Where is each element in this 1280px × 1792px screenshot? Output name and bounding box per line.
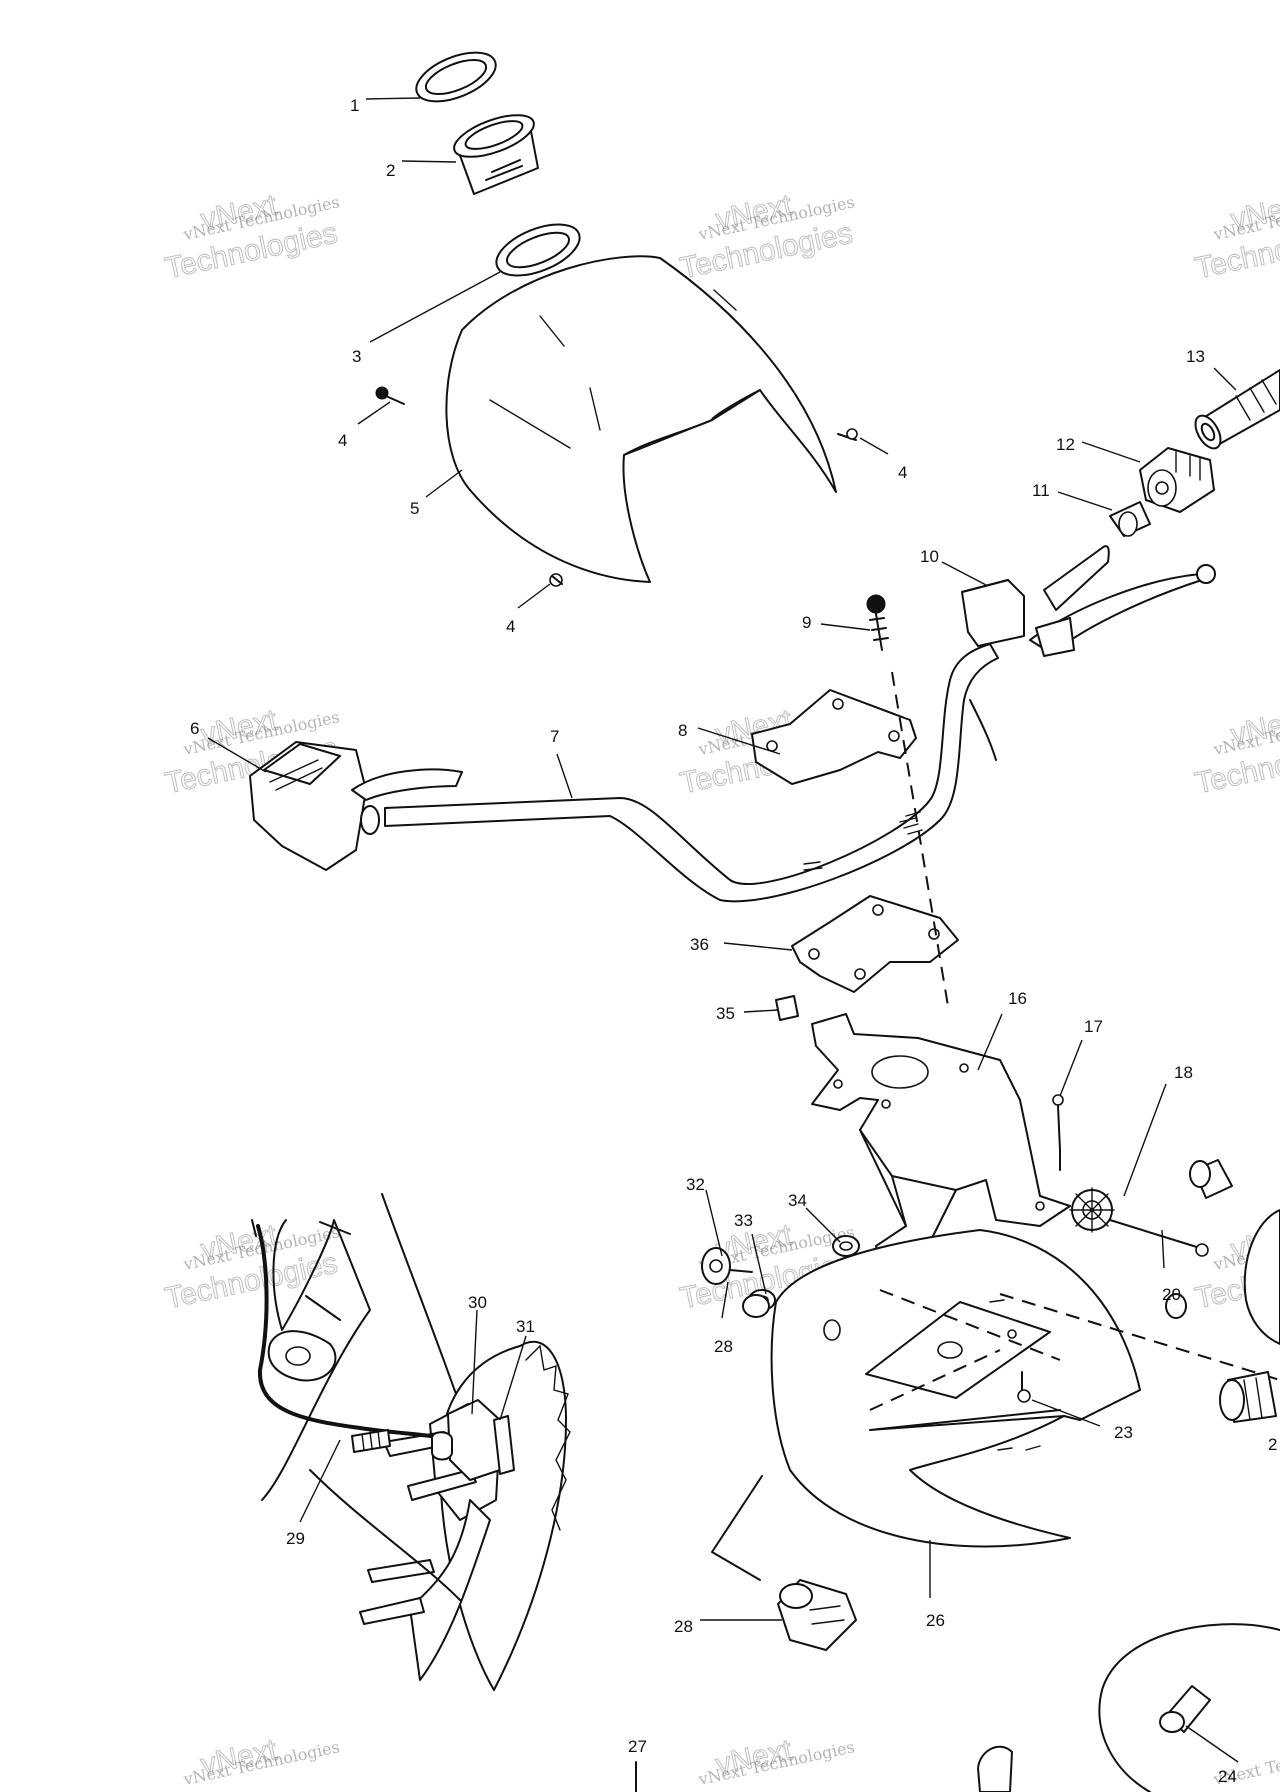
part-28-fitting: [742, 1294, 770, 1318]
callout-2-right: 2: [1268, 1435, 1277, 1454]
callout-17: 17: [1084, 1017, 1103, 1036]
callout-36: 36: [690, 935, 709, 954]
callout-2: 2: [386, 161, 395, 180]
callout-28-bottom: 28: [674, 1617, 693, 1636]
callout-8: 8: [678, 721, 687, 740]
part-20-adjuster-rod: [1109, 1219, 1209, 1257]
callout-20: 20: [1162, 1285, 1181, 1304]
callout-1: 1: [350, 96, 359, 115]
callout-9: 9: [802, 613, 811, 632]
part-2x-bulb: [1219, 1371, 1277, 1423]
part-o-ring: [1165, 1293, 1187, 1319]
watermark-3: vNext vNext Technologies Technologies: [1192, 188, 1280, 286]
leader-lines: [207, 97, 1239, 1763]
part-27-clamp: [635, 1745, 1013, 1792]
callout-23: 23: [1114, 1423, 1133, 1442]
part-7-handlebar: [384, 643, 999, 903]
stem-centerline: [891, 671, 949, 1007]
callout-24: 24: [1218, 1767, 1237, 1786]
part-29-bolt: [351, 1429, 391, 1453]
callout-16: 16: [1008, 989, 1027, 1008]
part-5-handlebar-cover: [445, 255, 837, 583]
part-10-master-cylinder-lever: [961, 545, 1216, 657]
part-36-lower-clamp: [791, 895, 959, 993]
part-13-grip: [1194, 369, 1280, 450]
callout-29: 29: [286, 1529, 305, 1548]
callout-3: 3: [352, 347, 361, 366]
watermark-1: vNext vNext Technologies Technologies: [162, 188, 342, 286]
callout-28-top: 28: [714, 1337, 733, 1356]
callout-6: 6: [190, 719, 199, 738]
part-4-screw-bottom: [549, 573, 563, 587]
part-9-bolt: [866, 594, 889, 651]
part-17-screw: [1052, 1094, 1064, 1171]
part-8-upper-clamp: [751, 689, 917, 785]
callout-30: 30: [468, 1293, 487, 1312]
part-4-screw-left: [375, 386, 405, 405]
callout-18: 18: [1174, 1063, 1193, 1082]
callout-4-right: 4: [898, 463, 907, 482]
callout-10: 10: [920, 547, 939, 566]
callout-27: 27: [628, 1737, 647, 1756]
callout-34: 34: [788, 1191, 807, 1210]
callout-4-bottom: 4: [506, 617, 515, 636]
part-6-left-control-housing: [249, 741, 463, 871]
callout-32: 32: [686, 1175, 705, 1194]
part-3-ring: [495, 223, 581, 277]
part-26-headlight-housing: [770, 1229, 1280, 1548]
callout-12: 12: [1056, 435, 1075, 454]
part-24-detail-circle: [1098, 1623, 1280, 1792]
callout-31: 31: [516, 1317, 535, 1336]
watermark-10: vNext vNext Technologies: [181, 1733, 341, 1789]
part-11-throttle-sleeve: [1109, 501, 1151, 537]
part-12-switch-housing: [1139, 447, 1215, 513]
headlight-rim-edge: [1243, 1209, 1280, 1345]
callout-4-left: 4: [338, 431, 347, 450]
part-4-screw-right: [837, 428, 858, 441]
callout-33: 33: [734, 1211, 753, 1230]
bulb-socket: [1189, 1159, 1233, 1199]
callout-5: 5: [410, 499, 419, 518]
part-31-brake-pad: [493, 1415, 515, 1475]
watermark-11: vNext vNext Technologies: [696, 1733, 856, 1789]
part-32-switch: [701, 1247, 753, 1285]
brake-cable: [251, 1219, 454, 1442]
part-28-bulb-connector: [777, 1579, 857, 1651]
watermark-2: vNext vNext Technologies Technologies: [677, 188, 857, 286]
callout-7: 7: [550, 727, 559, 746]
callout-35: 35: [716, 1004, 735, 1023]
watermark-6: vNext vNext Technologies Technologies: [1192, 703, 1280, 801]
part-23-wire-clip: [1017, 1371, 1031, 1403]
part-2-bushing: [453, 114, 539, 195]
callout-26: 26: [926, 1611, 945, 1630]
part-18-adjuster-knob: [1069, 1187, 1115, 1233]
callouts: 1 2 3 4 5 4 4 6 7 8 9 10 11 12 13 36 35 …: [190, 96, 1277, 1786]
part-35-nut: [775, 995, 799, 1021]
part-1-seal-ring: [415, 51, 497, 103]
connector-route-line: [711, 1475, 763, 1581]
callout-11: 11: [1032, 481, 1050, 500]
callout-13: 13: [1186, 347, 1205, 366]
